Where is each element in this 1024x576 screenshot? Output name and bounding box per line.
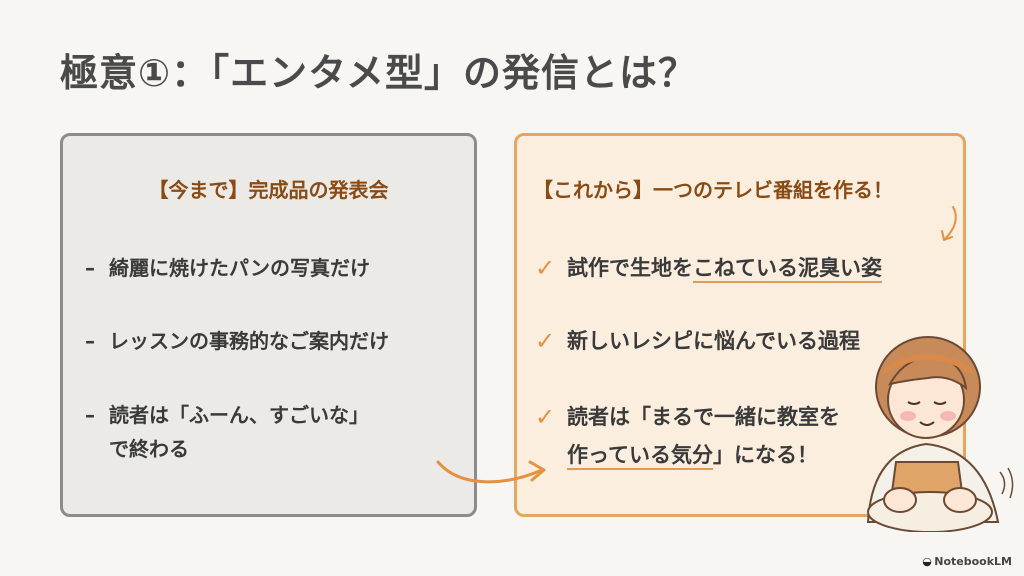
after-item: ✓ 新しいレシピに悩んでいる過程 xyxy=(535,322,860,360)
brand-watermark: ◒NotebookLM xyxy=(922,555,1012,568)
after-item-highlight: こねている泥臭い姿 xyxy=(693,256,882,283)
slide-title: 極意①：「エンタメ型」の発信とは？ xyxy=(60,51,698,95)
after-item: ✓ 試作で生地をこねている泥臭い姿 xyxy=(535,249,882,287)
after-item-line: 読者は「まるで一緒に教室を xyxy=(567,405,840,429)
dash-bullet: – xyxy=(85,403,95,427)
after-item-text-plain: 試作で生地を xyxy=(567,256,693,280)
after-panel-heading: 【これから】一つのテレビ番組を作る！ xyxy=(533,178,893,202)
before-item-line: で終わる xyxy=(109,437,189,461)
before-item-line: 読者は「ふーん、すごいな」 xyxy=(109,403,369,427)
after-item-text: 新しいレシピに悩んでいる過程 xyxy=(567,329,860,353)
before-item-text: レッスンの事務的なご案内だけ xyxy=(109,329,389,353)
curl-arrow-icon xyxy=(941,206,957,241)
transition-arrow-icon xyxy=(436,460,546,484)
before-panel-heading: 【今まで】完成品の発表会 xyxy=(148,178,389,202)
checkmark-icon: ✓ xyxy=(535,254,556,282)
after-item-line-rest: 」になる！ xyxy=(712,443,818,467)
checkmark-icon: ✓ xyxy=(535,403,556,431)
baker-illustration xyxy=(866,336,1014,532)
notebooklm-icon: ◒ xyxy=(922,555,932,568)
before-item-text: 綺麗に焼けたパンの写真だけ xyxy=(109,256,370,280)
after-item-text: 読者は「まるで一緒に教室を作っている気分」になる！ xyxy=(567,398,840,474)
before-item: –綺麗に焼けたパンの写真だけ xyxy=(85,251,370,285)
before-item: –レッスンの事務的なご案内だけ xyxy=(85,324,389,358)
dash-bullet: – xyxy=(85,329,95,353)
after-panel: 【これから】一つのテレビ番組を作る！ ✓ 試作で生地をこねている泥臭い姿 ✓ 新しい… xyxy=(514,133,966,517)
dash-bullet: – xyxy=(85,256,95,280)
after-item-text: 試作で生地をこねている泥臭い姿 xyxy=(567,249,882,287)
checkmark-icon: ✓ xyxy=(535,327,556,355)
before-item: –読者は「ふーん、すごいな」で終わる xyxy=(85,398,369,466)
before-item-text: 読者は「ふーん、すごいな」で終わる xyxy=(109,398,369,466)
brand-label: NotebookLM xyxy=(934,555,1012,568)
before-panel: 【今まで】完成品の発表会 –綺麗に焼けたパンの写真だけ –レッスンの事務的なご案… xyxy=(60,133,477,517)
after-item-highlight: 作っている気分 xyxy=(567,443,713,470)
after-item: ✓ 読者は「まるで一緒に教室を作っている気分」になる！ xyxy=(535,398,840,474)
